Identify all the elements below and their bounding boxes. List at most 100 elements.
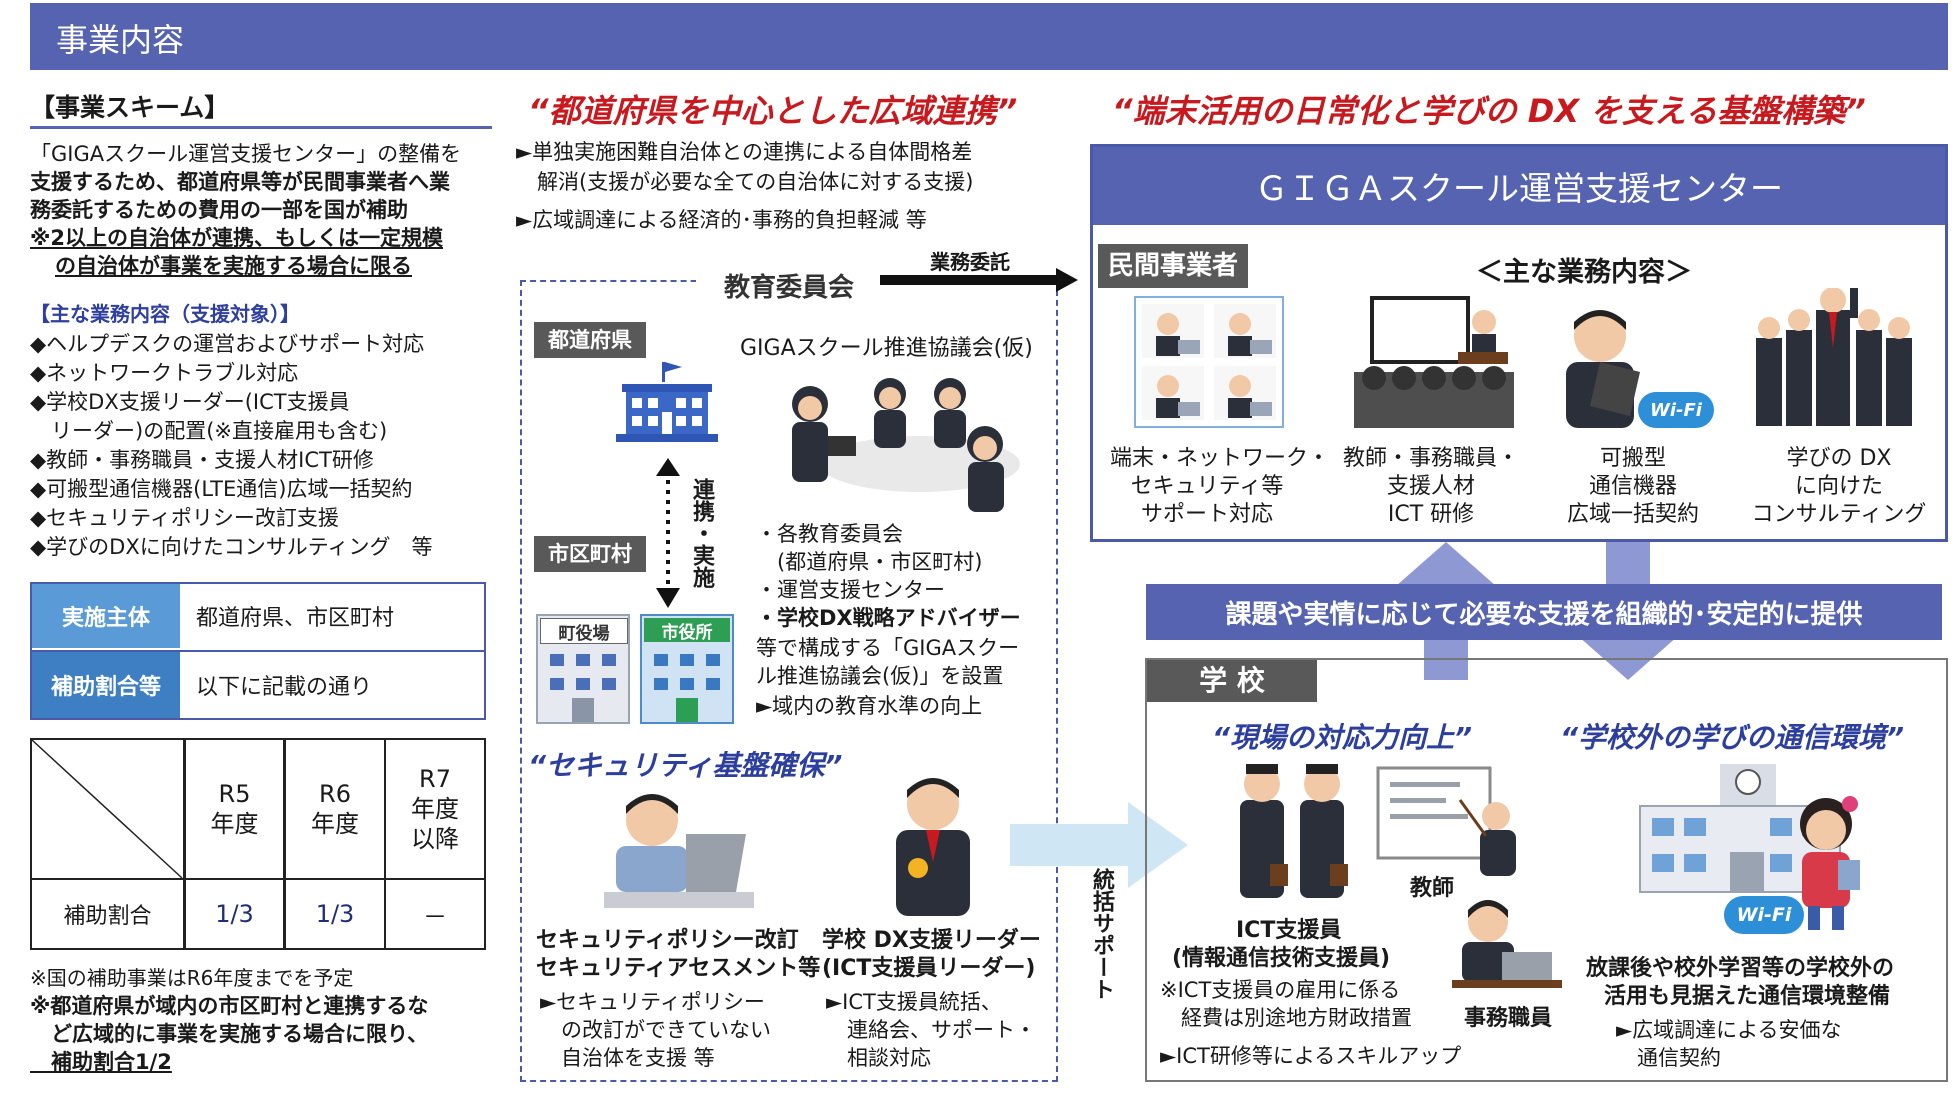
mobile-router-illustration (1566, 310, 1640, 428)
wide-area-title: “都道府県を中心とした広域連携” (528, 92, 1018, 130)
outsource-arrow (880, 268, 1078, 292)
ict-note-2: 経費は別途地方財政措置 (1160, 1006, 1412, 1030)
page-title: 事業内容 (56, 21, 185, 59)
school-box (1145, 658, 1948, 1082)
center-tasks-heading: ＜主な業務内容＞ (1476, 257, 1692, 288)
scheme-line-3: 務委託するための費用の一部を国が補助 (30, 198, 408, 222)
council-item-3: ・運営支援センター (756, 578, 945, 602)
link-arrow (656, 458, 680, 608)
task-item: ◆ヘルプデスクの運営およびサポート対応 (30, 332, 425, 356)
scheme-line-1: 「GIGAスクール運営支援センター」の整備を (30, 142, 462, 166)
center-item-1-line-3: サポート対応 (1140, 502, 1273, 527)
rate-value-r5: 1/3 (215, 900, 254, 928)
note-3: ど広域的に事業を実施する場合に限り、 (30, 1022, 429, 1046)
security-left-title-1: セキュリティポリシー改訂 (536, 928, 799, 953)
tasks-heading: 【主な業務内容（支援対象）】 (30, 302, 300, 326)
security-right-title-1: 学校 DX支援リーダー (822, 928, 1041, 953)
info-table (30, 582, 486, 720)
office-staff-illustration (1452, 900, 1562, 988)
provider-tag: 民間事業者 (1098, 244, 1248, 288)
office-staff-label: 事務職員 (1464, 1006, 1553, 1031)
security-right-body-1: ►ICT支援員統括、 (826, 990, 1002, 1014)
security-right-body-2: 連絡会、サポート・ (826, 1018, 1036, 1042)
student-illustration (1800, 796, 1860, 930)
platform-title: “端末活用の日常化と学びの DX を支える基盤構築” (1112, 92, 1866, 130)
rate-table-diagonal (31, 739, 183, 879)
scheme-heading: 【事業スキーム】 (30, 93, 230, 122)
teacher-label: 教師 (1410, 876, 1455, 901)
municipality-tag: 市区町村 (534, 536, 646, 572)
rate-table (30, 738, 486, 950)
school-right-body-1: ►広域調達による安価な (1616, 1018, 1842, 1042)
school-left-title: “現場の対応力向上” (1212, 721, 1473, 754)
ict-line-1: ICT支援員 (1236, 918, 1342, 943)
center-title: ＧＩＧＡスクール運営支援センター (1093, 147, 1945, 225)
task-item: ◆教師・事務職員・支援人材ICT研修 (30, 448, 374, 472)
security-title: “セキュリティ基盤確保” (528, 749, 843, 782)
task-item: ◆学校DX支援リーダー(ICT支援員 (30, 390, 350, 414)
training-illustration (1354, 296, 1514, 428)
security-left-title-2: セキュリティアセスメント等 (536, 956, 821, 981)
council-line-2: ル推進協議会(仮)」を設置 (756, 664, 1004, 688)
ict-training: ►ICT研修等によるスキルアップ (1160, 1044, 1462, 1068)
task-item: ◆可搬型通信機器(LTE通信)広域一括契約 (30, 477, 413, 501)
prefecture-building-icon (616, 362, 718, 442)
task-item: ◆学びのDXに向けたコンサルティング 等 (30, 535, 433, 559)
task-item: ◆ネットワークトラブル対応 (30, 361, 299, 385)
board-label-text: 教育委員会 (723, 273, 854, 303)
wide-area-bullet-2: 解消(支援が必要な全ての自治体に対する支援) (516, 170, 974, 194)
rate-value-r7: － (423, 902, 447, 931)
center-item-3-line-3: 広域一括契約 (1566, 502, 1699, 527)
center-wifi-badge: Wi-Fi (1638, 392, 1714, 428)
school-tag: 学 校 (1147, 660, 1317, 702)
wide-area-bullet-1: ►単独実施困難自治体との連携による自体間格差 (516, 140, 973, 164)
scheme-divider (30, 126, 492, 129)
ict-note-1: ※ICT支援員の雇用に係る (1160, 978, 1401, 1002)
center-item-2-line-1: 教師・事務職員・ (1342, 446, 1519, 471)
city-hall-windows (654, 654, 720, 722)
security-worker-illustration (604, 794, 754, 908)
center-item-3-line-1: 可搬型 (1599, 446, 1666, 471)
info-value-1: 都道府県、市区町村 (196, 606, 395, 631)
council-line-1: 等で構成する「GIGAスクー (756, 636, 1020, 660)
task-item: ◆セキュリティポリシー改訂支援 (30, 506, 339, 530)
center-item-1-line-1: 端末・ネットワーク・ (1110, 446, 1330, 471)
school-right-title: “学校外の学びの通信環境” (1560, 721, 1905, 754)
center-item-4-line-2: に向けた (1794, 474, 1883, 499)
link-label: 連携・実施 (689, 478, 714, 588)
consulting-team-illustration (1756, 288, 1912, 426)
rate-col-r6: R6 年度 (311, 780, 359, 838)
school-right-body-2: 通信契約 (1616, 1046, 1721, 1070)
rate-row-label: 補助割合 (63, 904, 152, 929)
security-right-body-3: 相談対応 (826, 1046, 931, 1070)
support-label: 統括サポート (1089, 868, 1114, 1000)
info-label-2: 補助割合等 (32, 652, 180, 718)
info-divider (32, 650, 484, 652)
center-item-4-line-1: 学びの DX (1786, 446, 1892, 471)
rate-col-r7: R7 年度 以降 (411, 765, 459, 853)
center-item-2-line-2: 支援人材 (1386, 474, 1475, 499)
scheme-line-5: の自治体が事業を実施する場合に限る (55, 254, 412, 278)
ict-line-2: (情報通信技術支援員) (1172, 946, 1391, 971)
council-item-4: ・学校DX戦略アドバイザー (756, 606, 1021, 630)
council-item-2: (都道府県・市区町村) (756, 550, 983, 574)
scheme-line-4: ※2以上の自治体が連携、もしくは一定規模 (30, 226, 444, 250)
rate-table-r5-col (183, 738, 286, 950)
note-2: ※都道府県が域内の市区町村と連携するな (30, 994, 429, 1018)
rate-col-r5: R5 年度 (210, 780, 259, 838)
teacher-illustration (1376, 766, 1516, 876)
task-item: リーダー)の配置(※直接雇用も含む) (30, 419, 388, 443)
outsource-label: 業務委託 (930, 250, 1010, 274)
center-item-2-line-3: ICT 研修 (1387, 502, 1475, 527)
security-left-body-2: の改訂ができていない (540, 1018, 771, 1042)
rate-table-r6-col (286, 738, 386, 950)
city-hall-sign: 市役所 (644, 618, 730, 643)
ict-staff-illustration (1240, 764, 1348, 898)
center-item-1-line-2: セキュリティ等 (1130, 474, 1284, 499)
prefecture-tag: 都道府県 (534, 322, 646, 358)
info-value-2: 以下に記載の通り (196, 675, 373, 700)
scheme-line-2: 支援するため、都道府県等が民間事業者へ業 (30, 170, 450, 194)
council-title: GIGAスクール推進協議会(仮) (740, 336, 1033, 361)
wide-area-bullet-3: ►広域調達による経済的･事務的負担軽減 等 (516, 208, 927, 232)
support-banner: 課題や実情に応じて必要な支援を組織的･安定的に提供 (1146, 584, 1942, 640)
